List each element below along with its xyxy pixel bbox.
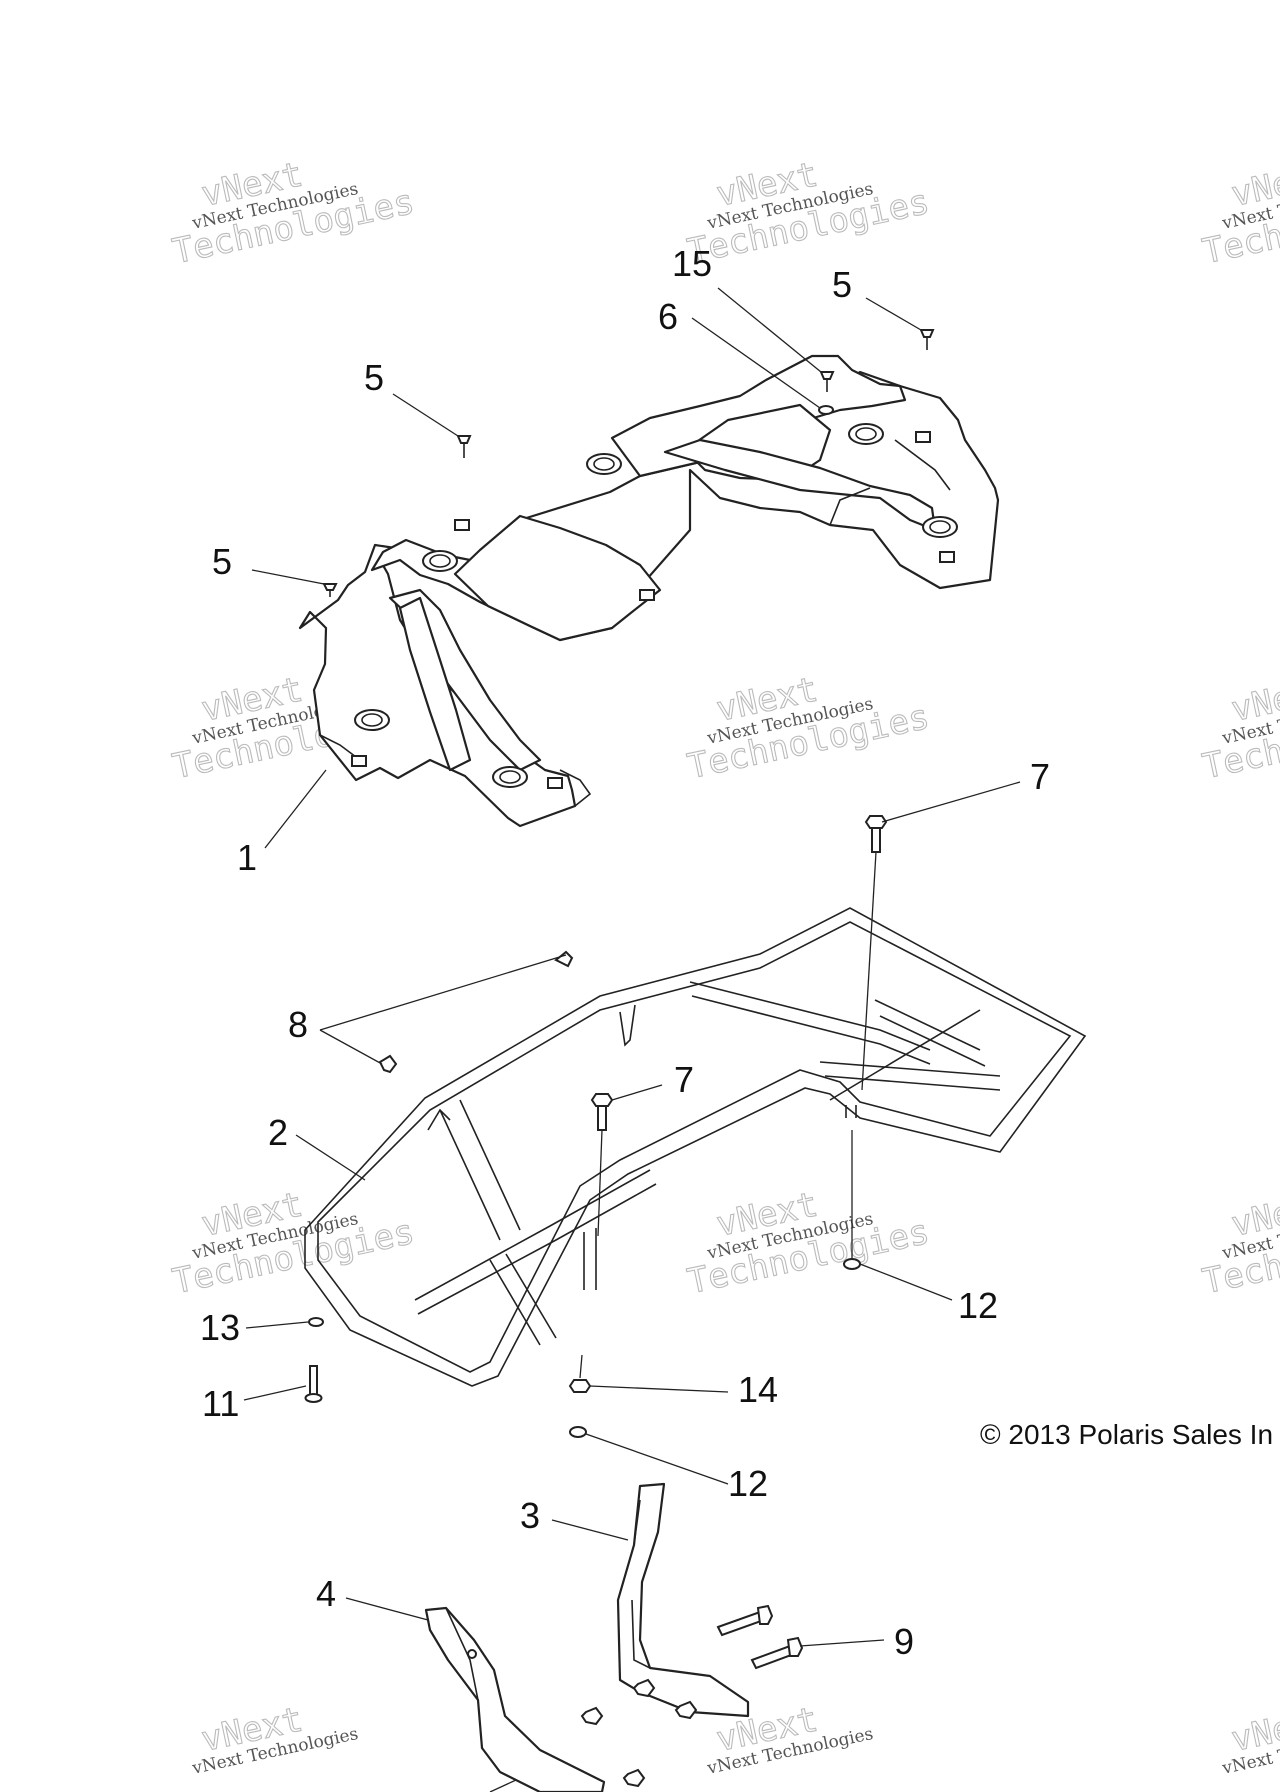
watermark: vNext vNext Technologies — [1220, 1699, 1280, 1779]
part-7-bolt[interactable] — [864, 815, 888, 853]
leader-lines — [243, 287, 1021, 1647]
part-9-bolt[interactable] — [750, 1636, 804, 1670]
callout-8: 8 — [288, 1004, 308, 1045]
part-11-bolt[interactable] — [304, 1365, 323, 1403]
callout-3: 3 — [520, 1495, 540, 1536]
part-3-bracket[interactable] — [616, 1482, 750, 1718]
callout-9: 9 — [894, 1621, 914, 1662]
callout-13: 13 — [200, 1307, 240, 1348]
part-8-clip[interactable] — [378, 1054, 398, 1074]
callout-7: 7 — [674, 1059, 694, 1100]
part-8-clip[interactable] — [554, 950, 574, 968]
part-5-screw[interactable] — [919, 329, 935, 350]
callout-6: 6 — [658, 296, 678, 337]
watermark: vNext vNext Technologies Technologies — [169, 154, 419, 273]
part-6-washer[interactable] — [818, 405, 834, 415]
callout-12: 12 — [958, 1285, 998, 1326]
watermark: vNext vNext Technologies Technologies — [1199, 1184, 1280, 1303]
part-4-bracket[interactable] — [424, 1606, 606, 1792]
part-14-nut[interactable] — [568, 1379, 592, 1393]
part-12-nut[interactable] — [843, 1258, 861, 1270]
callout-15: 15 — [672, 243, 712, 284]
copyright-notice: © 2013 Polaris Sales In — [980, 1419, 1273, 1450]
callout-5: 5 — [364, 357, 384, 398]
part-7-bolt[interactable] — [590, 1093, 614, 1131]
callout-5: 5 — [832, 264, 852, 305]
part-5-screw[interactable] — [322, 583, 338, 597]
callout-2: 2 — [268, 1112, 288, 1153]
part-2-rack-frame[interactable] — [304, 907, 1087, 1387]
part-10-nut[interactable] — [580, 1678, 698, 1788]
callouts: 1 2 3 4 5 5 5 6 7 7 8 9 11 12 12 13 14 1… — [200, 243, 1050, 1662]
callout-5: 5 — [212, 541, 232, 582]
watermark: vNext vNext Technologies Technologies — [684, 669, 934, 788]
part-13-washer[interactable] — [308, 1317, 324, 1327]
watermark: vNext vNext Technologies Technologies — [169, 1184, 419, 1303]
watermark: vNext vNext Technologies Technologies — [1199, 154, 1280, 273]
callout-7: 7 — [1030, 756, 1050, 797]
part-15-screw[interactable] — [819, 371, 835, 392]
part-1-rack-cover[interactable] — [298, 354, 1000, 828]
watermark: vNext vNext Technologies Technologies — [684, 1184, 934, 1303]
part-12-nut[interactable] — [569, 1426, 587, 1438]
callout-11: 11 — [202, 1383, 239, 1424]
callout-12: 12 — [728, 1463, 768, 1504]
watermark: vNext vNext Technologies — [190, 1699, 360, 1779]
part-5-screw[interactable] — [456, 435, 472, 458]
callout-4: 4 — [316, 1573, 336, 1614]
watermark: vNext vNext Technologies Technologies — [1199, 669, 1280, 788]
watermarks: vNext vNext Technologies Technologies vN… — [169, 154, 1280, 1779]
part-9-bolt[interactable] — [716, 1604, 774, 1637]
callout-1: 1 — [237, 837, 257, 878]
callout-14: 14 — [738, 1369, 778, 1410]
watermark: vNext vNext Technologies Technologies — [684, 154, 934, 273]
